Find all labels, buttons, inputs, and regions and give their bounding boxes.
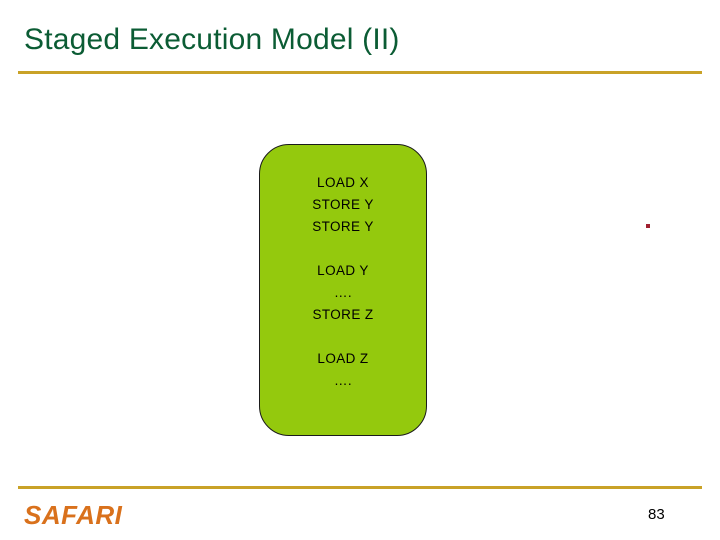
safari-logo: SAFARI <box>24 500 123 530</box>
code-block: LOAD X STORE Y STORE Y LOAD Y …. STORE Z… <box>259 144 427 436</box>
code-line: LOAD X <box>317 175 369 190</box>
code-spacer <box>260 238 426 260</box>
footer-divider <box>18 486 702 489</box>
code-line: …. <box>333 373 353 388</box>
code-block-text: LOAD X STORE Y STORE Y LOAD Y …. STORE Z… <box>260 172 426 392</box>
code-line: STORE Z <box>312 307 374 322</box>
title-divider <box>18 71 702 74</box>
code-line: LOAD Y <box>317 263 369 278</box>
code-line: …. <box>333 285 353 300</box>
page-number: 83 <box>648 506 665 523</box>
code-group-3: LOAD Z …. <box>260 348 426 392</box>
code-line: LOAD Z <box>317 351 369 366</box>
code-group-1: LOAD X STORE Y STORE Y <box>260 172 426 238</box>
code-spacer <box>260 326 426 348</box>
page-title: Staged Execution Model (II) <box>24 23 400 56</box>
code-group-2: LOAD Y …. STORE Z <box>260 260 426 326</box>
code-line: STORE Y <box>312 219 374 234</box>
red-dot-icon <box>646 224 650 228</box>
code-line: STORE Y <box>312 197 374 212</box>
